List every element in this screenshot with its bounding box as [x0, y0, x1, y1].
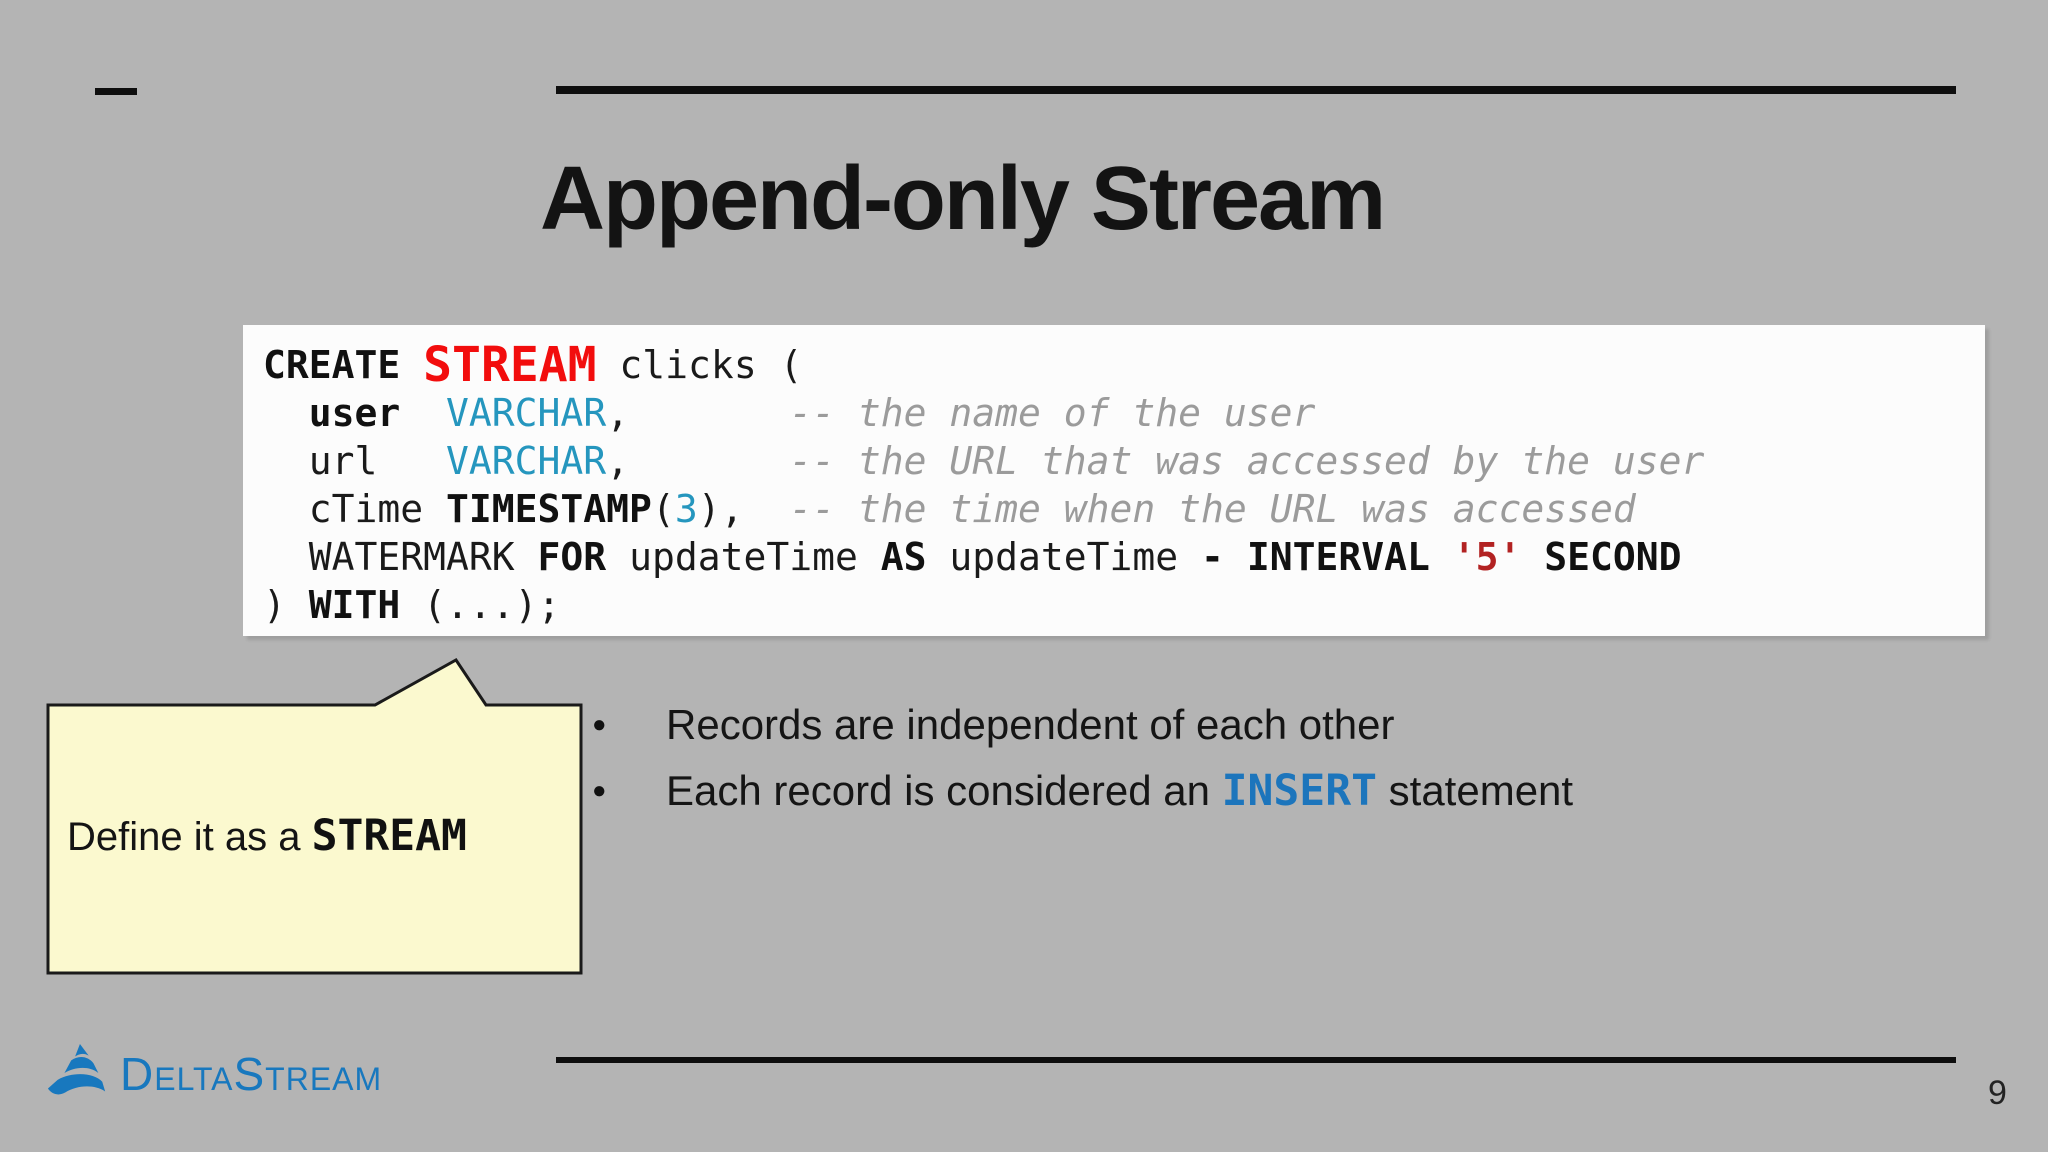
bottom-horizontal-rule	[556, 1057, 1956, 1063]
code-line: ) WITH (...);	[263, 583, 561, 627]
top-left-dash	[95, 88, 137, 95]
sql-code-block: CREATE STREAM clicks ( user VARCHAR, -- …	[243, 325, 1985, 636]
callout-bubble: Define it as a STREAM	[45, 655, 590, 977]
page-number: 9	[1988, 1074, 2007, 1112]
callout-keyword: STREAM	[311, 811, 467, 861]
callout-text: Define it as a STREAM	[67, 811, 467, 861]
sql-code: CREATE STREAM clicks ( user VARCHAR, -- …	[243, 325, 1985, 629]
deltastream-logo-text: DeltaStream	[120, 1048, 383, 1100]
bullet-marker-icon: ●	[592, 777, 607, 804]
deltastream-logo: DeltaStream	[44, 1042, 382, 1106]
bullet-text: Records are independent of each other	[666, 701, 1395, 748]
bullet-marker-icon: ●	[592, 711, 607, 738]
code-line: user VARCHAR, -- the name of the user	[308, 391, 1316, 435]
bullet-text: Each record is considered an INSERT stat…	[666, 766, 1574, 816]
top-horizontal-rule	[556, 86, 1956, 94]
bullet-list: ● Records are independent of each other ● E…	[592, 692, 1573, 824]
callout-text-prefix: Define it as a	[67, 815, 312, 859]
code-line: cTime TIMESTAMP(3), -- the time when the…	[263, 487, 1636, 531]
code-line: WATERMARK FOR updateTime AS updateTime -…	[263, 535, 1682, 579]
bullet-item: ● Records are independent of each other	[592, 692, 1573, 758]
code-line: CREATE STREAM clicks (	[263, 337, 803, 393]
bullet-item: ● Each record is considered an INSERT sta…	[592, 758, 1573, 824]
deltastream-logo-icon	[47, 1043, 106, 1095]
callout-shape	[46, 658, 583, 975]
code-line: url VARCHAR, -- the URL that was accesse…	[263, 439, 1705, 483]
slide-title: Append-only Stream	[540, 149, 1386, 249]
